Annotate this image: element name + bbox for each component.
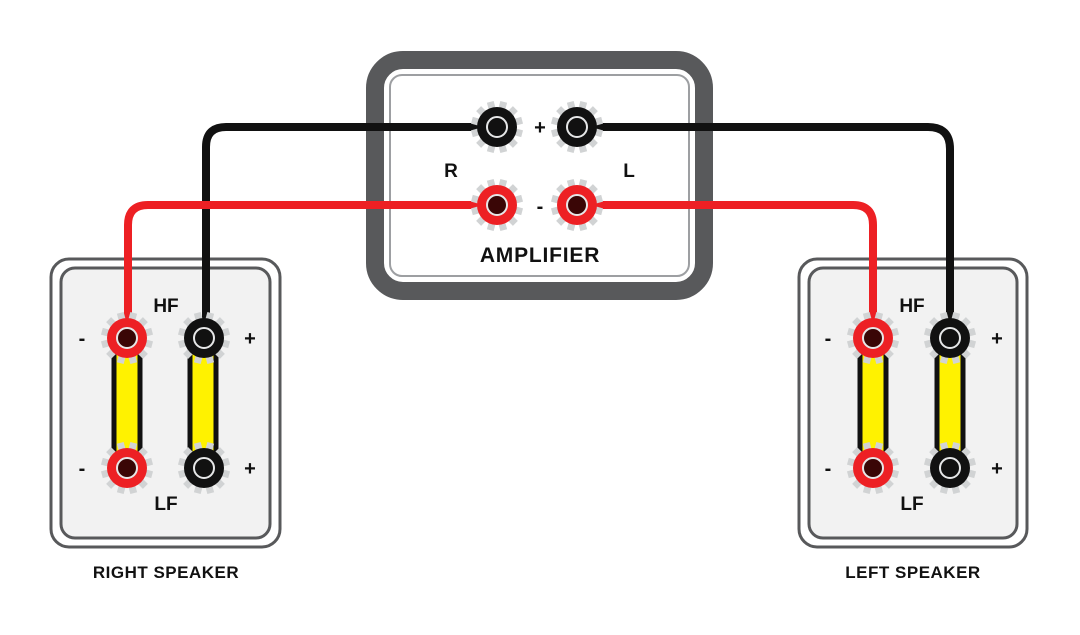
right-speaker-lf-negative-terminal	[100, 441, 154, 495]
right-speaker-lf-minus: -	[79, 458, 86, 480]
right-speaker-lf-plus: +	[244, 458, 256, 480]
amp-minus-sign: -	[537, 196, 544, 218]
amplifier-label: AMPLIFIER	[480, 244, 600, 267]
left-speaker-hf-plus: +	[991, 328, 1003, 350]
left-speaker-lf-label: LF	[900, 494, 923, 515]
terminal-hole	[939, 327, 961, 349]
terminal-hole	[862, 457, 884, 479]
terminal-hole	[862, 327, 884, 349]
left-speaker-hf-minus: -	[825, 328, 832, 350]
right-speaker-hf-positive-terminal	[177, 311, 231, 365]
left-speaker-hf-positive-terminal	[923, 311, 977, 365]
terminal-hole	[116, 327, 138, 349]
right-speaker-lf-positive-terminal	[177, 441, 231, 495]
wire-left-positive	[577, 123, 954, 338]
terminal-hole	[486, 194, 508, 216]
terminal-hole	[939, 457, 961, 479]
amp-terminal-r-positive	[470, 100, 524, 154]
amp-plus-sign: +	[534, 117, 546, 139]
amp-right-channel-label: R	[444, 161, 458, 182]
amp-terminal-l-negative	[550, 178, 604, 232]
amp-terminal-r-negative	[470, 178, 524, 232]
terminal-hole	[566, 194, 588, 216]
wires	[124, 123, 954, 338]
left-speaker-label: LEFT SPEAKER	[845, 563, 980, 582]
right-speaker-label: RIGHT SPEAKER	[93, 563, 239, 582]
terminal-hole	[486, 116, 508, 138]
left-speaker-hf-negative-terminal	[846, 311, 900, 365]
amp-terminal-l-positive	[550, 100, 604, 154]
terminal-hole	[566, 116, 588, 138]
left-speaker-lf-positive-terminal	[923, 441, 977, 495]
left-speaker-hf-label: HF	[899, 296, 924, 317]
terminal-hole	[193, 457, 215, 479]
right-speaker-hf-plus: +	[244, 328, 256, 350]
right-speaker-hf-minus: -	[79, 328, 86, 350]
terminals	[100, 100, 977, 495]
terminal-hole	[116, 457, 138, 479]
wire-right-positive	[202, 123, 497, 338]
wire-left-negative	[577, 201, 877, 338]
right-speaker-hf-negative-terminal	[100, 311, 154, 365]
left-speaker-lf-minus: -	[825, 458, 832, 480]
left-speaker-lf-negative-terminal	[846, 441, 900, 495]
left-speaker-lf-plus: +	[991, 458, 1003, 480]
amp-left-channel-label: L	[623, 161, 635, 182]
terminal-hole	[193, 327, 215, 349]
right-speaker-lf-label: LF	[154, 494, 177, 515]
right-speaker-hf-label: HF	[153, 296, 178, 317]
wire-right-negative	[124, 201, 497, 338]
